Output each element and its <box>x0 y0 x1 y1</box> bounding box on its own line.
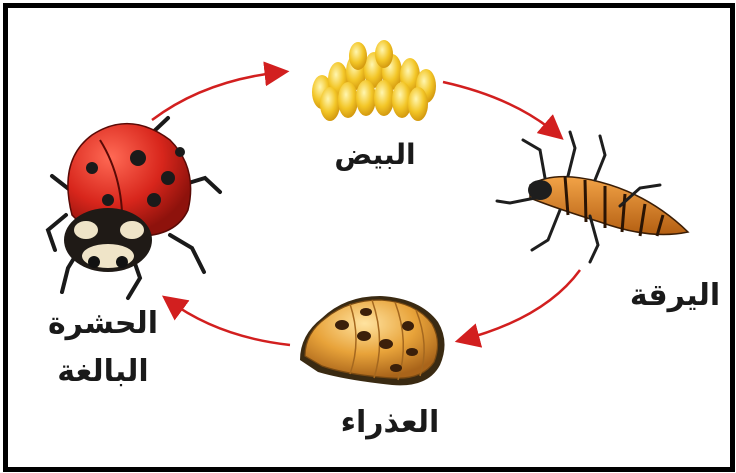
arrow-pupa-to-adult <box>168 300 290 345</box>
label-adult-line1: الحشرة <box>28 300 178 348</box>
label-larva: اليرقة <box>625 278 725 313</box>
label-adult: الحشرة البالغة <box>28 300 178 396</box>
arrow-larva-to-pupa <box>462 270 580 340</box>
larva-illustration <box>497 132 688 262</box>
label-eggs: البيض <box>320 138 430 171</box>
arrow-adult-to-eggs <box>152 72 282 120</box>
label-adult-line2: البالغة <box>28 348 178 396</box>
label-pupa: العذراء <box>320 405 460 440</box>
pupa-illustration <box>300 296 445 385</box>
arrow-eggs-to-larva <box>443 82 558 135</box>
eggs-illustration <box>312 40 436 121</box>
ladybug-illustration <box>48 118 220 298</box>
